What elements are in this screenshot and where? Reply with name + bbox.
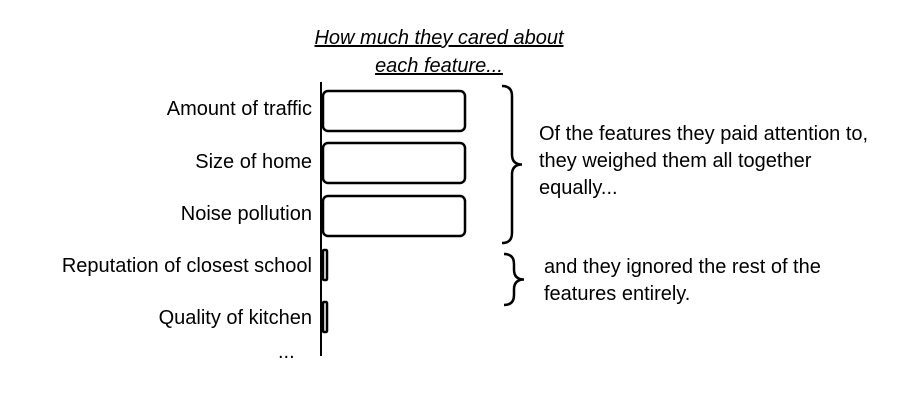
chart-title: How much they cared about each feature..… [280, 24, 598, 80]
brace-attended-features [501, 84, 523, 245]
category-label-size-of-home: Size of home [195, 151, 312, 173]
chart-title-line-1: How much they cared about [314, 27, 564, 49]
more-features-ellipsis: ... [278, 341, 295, 363]
bar-quality-of-kitchen [321, 300, 329, 334]
annotation-weighed-equally: Of the features they paid attention to, … [539, 123, 869, 199]
category-label-noise-pollution: Noise pollution [180, 203, 312, 225]
brace-ignored-features [503, 252, 525, 307]
bar-amount-of-traffic [321, 89, 467, 133]
bar-size-of-home [321, 141, 467, 185]
bar-reputation-of-closest-school [321, 248, 329, 282]
category-label-quality-of-kitchen: Quality of kitchen [158, 307, 312, 329]
chart-title-line-2: each feature... [375, 55, 503, 77]
category-label-reputation-of-closest-school: Reputation of closest school [61, 255, 312, 277]
category-label-amount-of-traffic: Amount of traffic [166, 98, 312, 120]
bar-noise-pollution [321, 194, 467, 238]
annotation-ignored-rest: and they ignored the rest of the feature… [544, 256, 821, 305]
